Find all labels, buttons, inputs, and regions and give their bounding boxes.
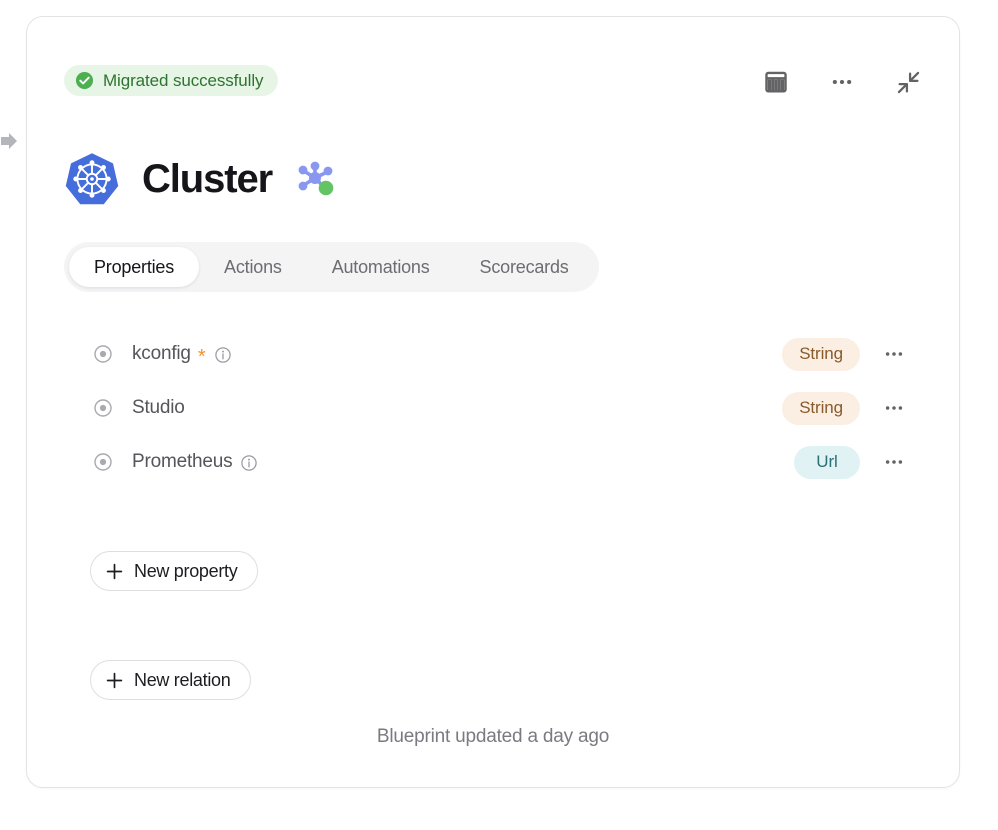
row-more-icon xyxy=(885,460,903,464)
plus-icon xyxy=(106,563,123,579)
more-options-button[interactable] xyxy=(820,65,864,99)
tab-actions[interactable]: Actions xyxy=(199,247,307,287)
property-name: kconfig xyxy=(132,343,191,364)
row-more-icon xyxy=(885,352,903,356)
collapse-button[interactable] xyxy=(886,65,930,99)
header-actions xyxy=(754,65,930,99)
node-graph-icon xyxy=(298,161,334,196)
info-icon[interactable] xyxy=(241,455,258,471)
property-name: Studio xyxy=(132,397,185,418)
status-badge: Migrated successfully xyxy=(64,65,279,96)
row-more-icon xyxy=(885,406,903,410)
new-relation-label: New relation xyxy=(134,669,231,690)
status-label: Migrated successfully xyxy=(103,70,264,90)
status-badge: String xyxy=(782,337,860,371)
status-badge: Url xyxy=(794,445,860,479)
table-view-icon xyxy=(765,71,787,93)
new-relation-button[interactable]: New relation xyxy=(90,660,252,700)
tab-properties[interactable]: Properties xyxy=(69,247,200,287)
more-options-icon xyxy=(832,79,852,85)
row-more-button[interactable] xyxy=(874,391,914,425)
table-row[interactable]: Studio String xyxy=(64,381,924,435)
tab-scorecards[interactable]: Scorecards xyxy=(455,247,594,287)
blueprint-card: Migrated successfully xyxy=(26,16,960,788)
table-row[interactable]: Prometheus Url xyxy=(64,435,924,489)
property-right: Url xyxy=(794,445,914,479)
property-list: kconfig * String Studio xyxy=(64,327,924,489)
property-name: Prometheus xyxy=(132,451,233,472)
required-marker: * xyxy=(197,346,206,368)
new-property-label: New property xyxy=(134,560,238,581)
table-row[interactable]: kconfig * String xyxy=(64,327,924,381)
new-property-button[interactable]: New property xyxy=(90,551,259,591)
tab-automations[interactable]: Automations xyxy=(307,247,455,287)
page-title: Cluster xyxy=(142,157,273,201)
footer-note: Blueprint updated a day ago xyxy=(376,726,610,747)
check-circle-icon xyxy=(75,71,94,90)
property-dot-icon xyxy=(94,453,112,471)
row-more-button[interactable] xyxy=(874,337,914,371)
property-right: String xyxy=(782,391,914,425)
title-row: Cluster xyxy=(64,151,338,207)
info-icon[interactable] xyxy=(214,347,231,363)
collapse-icon xyxy=(897,71,919,93)
property-dot-icon xyxy=(94,345,112,363)
property-right: String xyxy=(782,337,914,371)
kubernetes-logo xyxy=(65,153,119,205)
drag-pointer-icon xyxy=(1,133,17,149)
status-badge: String xyxy=(782,391,860,425)
tab-bar: Properties Actions Automations Scorecard… xyxy=(64,242,599,292)
property-dot-icon xyxy=(94,399,112,417)
table-view-button[interactable] xyxy=(754,65,798,99)
plus-icon xyxy=(106,672,123,688)
row-more-button[interactable] xyxy=(874,445,914,479)
